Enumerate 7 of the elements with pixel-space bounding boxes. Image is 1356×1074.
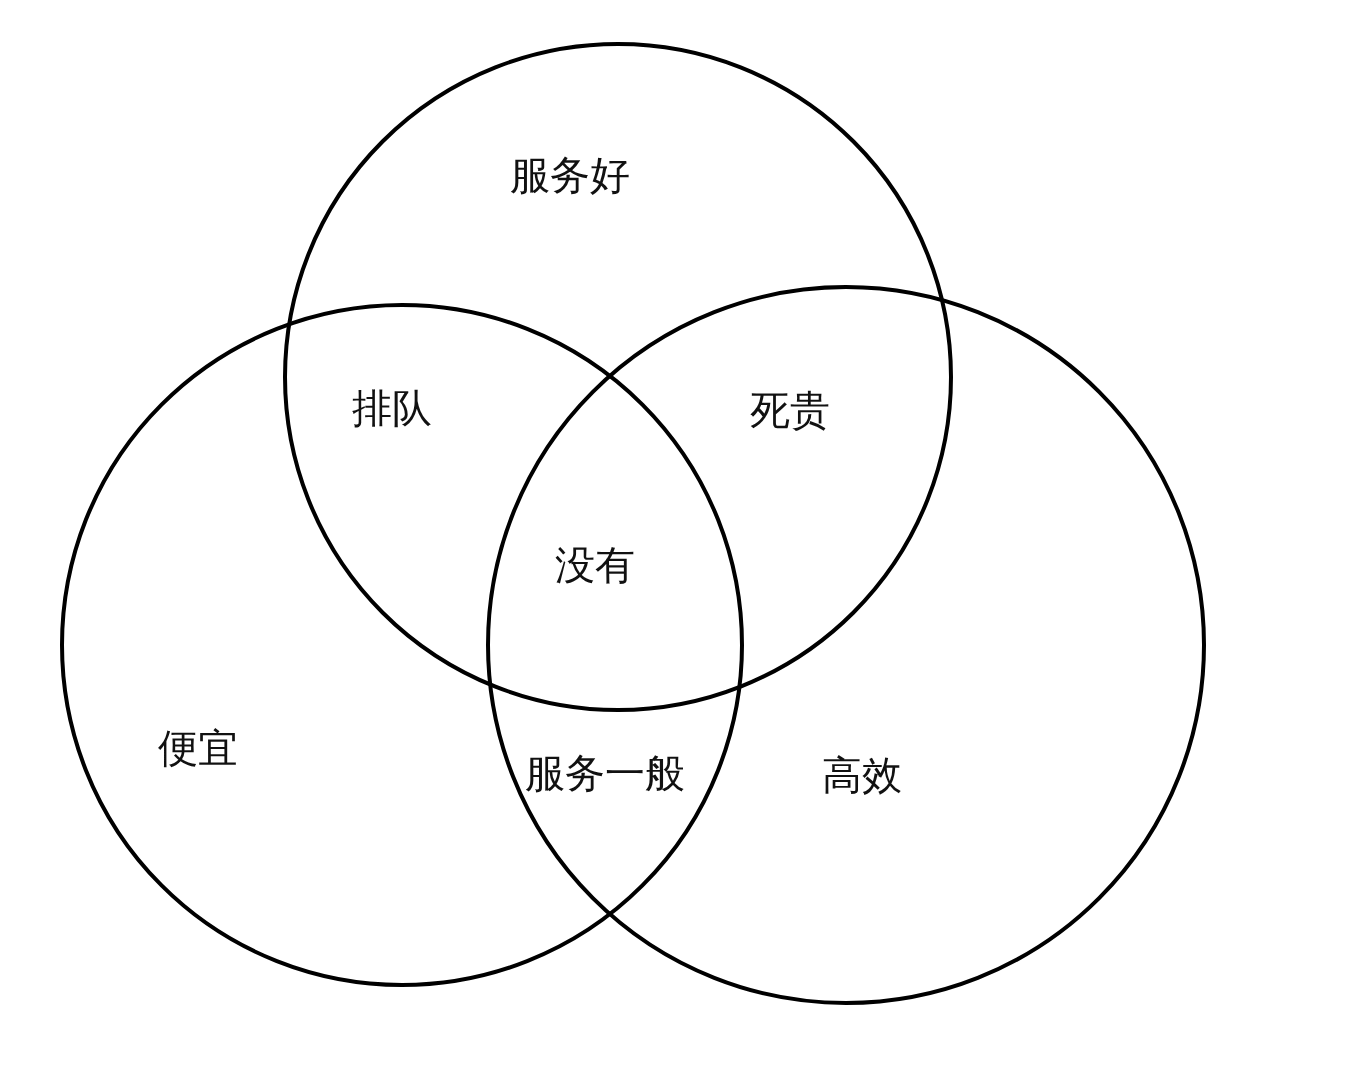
region-label: 没有 <box>555 543 635 587</box>
circle-label: 服务好 <box>510 153 630 197</box>
circle-label: 高效 <box>822 753 902 797</box>
region-label: 服务一般 <box>525 751 685 795</box>
region-label: 死贵 <box>750 388 830 432</box>
region-label: 排队 <box>352 386 432 430</box>
circle-label: 便宜 <box>158 726 238 770</box>
